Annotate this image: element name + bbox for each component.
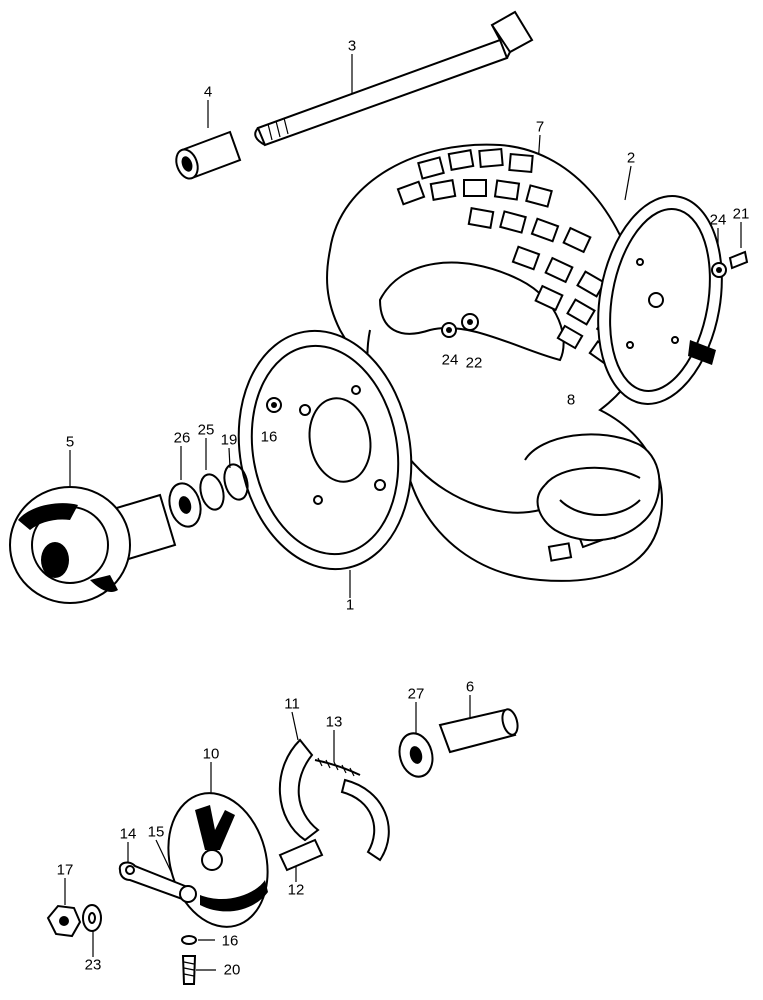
callout-13: 13	[325, 713, 343, 731]
rim-stud-nut	[711, 250, 749, 278]
callout-27: 27	[407, 685, 425, 703]
callout-6: 6	[465, 678, 475, 696]
hub-nut	[441, 313, 479, 338]
callout-16-rim: 16	[260, 428, 278, 446]
axle-bolt	[254, 10, 534, 147]
callout-21: 21	[732, 205, 750, 223]
callout-19: 19	[220, 431, 238, 449]
axle-sleeve	[438, 708, 519, 754]
arm-bolt	[181, 935, 197, 985]
callout-5: 5	[65, 433, 75, 451]
callout-14: 14	[119, 825, 137, 843]
callout-25: 25	[197, 421, 215, 439]
callout-17: 17	[56, 861, 74, 879]
callout-11: 11	[284, 695, 300, 713]
callout-24-hub: 24	[441, 351, 459, 369]
callout-7: 7	[535, 118, 545, 136]
callout-23: 23	[84, 956, 102, 974]
flat-washer	[82, 904, 102, 932]
callout-8: 8	[566, 391, 576, 409]
spacer-collar	[175, 130, 242, 180]
callout-16-arm: 16	[221, 932, 239, 950]
axle-nut	[46, 904, 82, 938]
brake-panel	[167, 792, 269, 928]
callout-2: 2	[626, 149, 636, 167]
callout-15: 15	[147, 823, 165, 841]
callout-10: 10	[202, 745, 220, 763]
inner-rim-half	[237, 329, 413, 571]
brake-shoes	[279, 738, 390, 862]
inner-tube	[524, 433, 661, 542]
callout-24-top: 24	[709, 211, 727, 229]
hub-bearing-set	[168, 463, 249, 528]
callout-20: 20	[223, 961, 241, 979]
callout-3: 3	[347, 37, 357, 55]
callout-26: 26	[173, 429, 191, 447]
outer-rim-half	[597, 195, 723, 405]
callout-22: 22	[465, 354, 483, 372]
brake-drum-hub	[9, 486, 177, 604]
callout-1: 1	[345, 596, 355, 614]
callout-4: 4	[203, 83, 213, 101]
bearing	[398, 732, 434, 778]
brake-arm	[118, 861, 197, 903]
callout-12: 12	[287, 881, 305, 899]
brake-cam-shaft	[278, 838, 324, 872]
